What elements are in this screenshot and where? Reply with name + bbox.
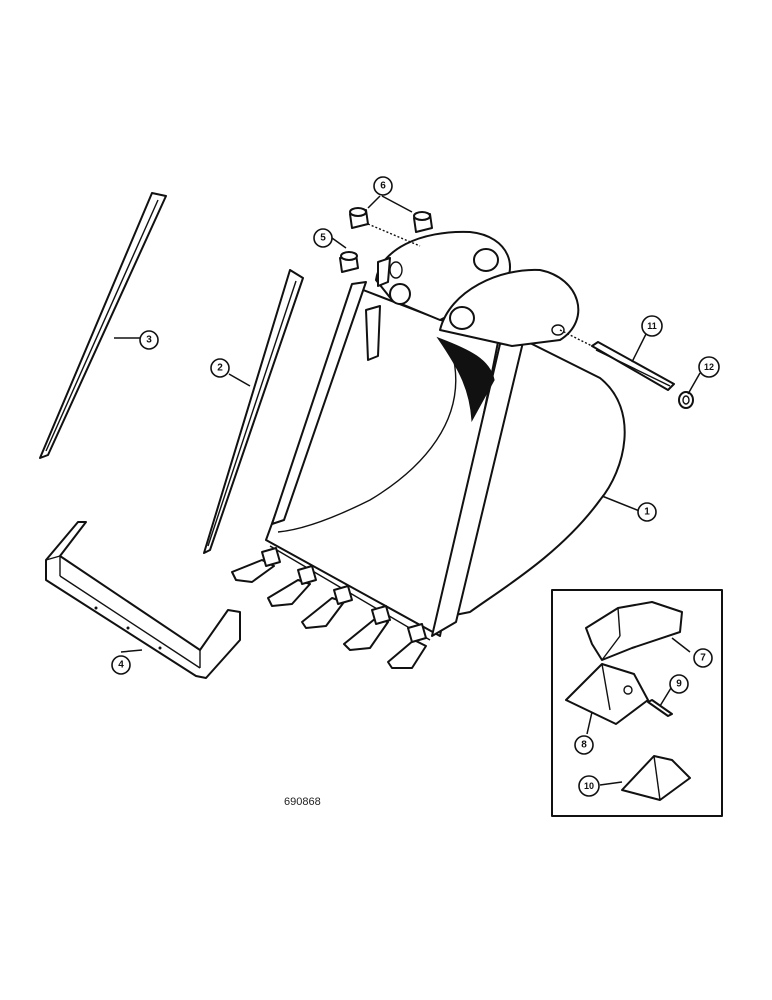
callout-2-label: 2 bbox=[217, 363, 223, 374]
callout-8-label: 8 bbox=[581, 740, 587, 751]
callout-5: 5 bbox=[313, 228, 333, 248]
inset-tooth-detail bbox=[551, 589, 723, 817]
callout-9-label: 9 bbox=[676, 679, 682, 690]
callout-4-label: 4 bbox=[118, 660, 124, 671]
bushing-5 bbox=[339, 251, 359, 273]
callout-1-label: 1 bbox=[644, 507, 650, 518]
retainer-12 bbox=[678, 391, 694, 409]
callout-1: 1 bbox=[637, 502, 657, 522]
callout-5-label: 5 bbox=[320, 233, 326, 244]
callout-6: 6 bbox=[373, 176, 393, 196]
callout-2: 2 bbox=[210, 358, 230, 378]
callout-7: 7 bbox=[693, 648, 713, 668]
callout-8: 8 bbox=[574, 735, 594, 755]
callout-3: 3 bbox=[139, 330, 159, 350]
side-cutter-strip-2 bbox=[203, 269, 304, 554]
figure-code: 690868 bbox=[284, 796, 321, 808]
bushings-6 bbox=[349, 207, 433, 247]
callout-10: 10 bbox=[578, 775, 600, 797]
callout-11-label: 11 bbox=[647, 321, 657, 331]
bucket-teeth bbox=[231, 547, 427, 669]
callout-4: 4 bbox=[111, 655, 131, 675]
callout-6-label: 6 bbox=[380, 181, 386, 192]
callout-12: 12 bbox=[698, 356, 720, 378]
callout-12-label: 12 bbox=[704, 362, 714, 372]
side-cutter-strip-3 bbox=[39, 192, 167, 459]
callout-11: 11 bbox=[641, 315, 663, 337]
bucket-body-1 bbox=[265, 230, 626, 641]
leader-lines bbox=[114, 195, 701, 786]
wear-plate-4 bbox=[45, 521, 241, 679]
callout-10-label: 10 bbox=[584, 781, 594, 791]
pin-11 bbox=[559, 329, 675, 391]
callout-3-label: 3 bbox=[146, 335, 152, 346]
callout-9: 9 bbox=[669, 674, 689, 694]
callout-7-label: 7 bbox=[700, 653, 706, 664]
